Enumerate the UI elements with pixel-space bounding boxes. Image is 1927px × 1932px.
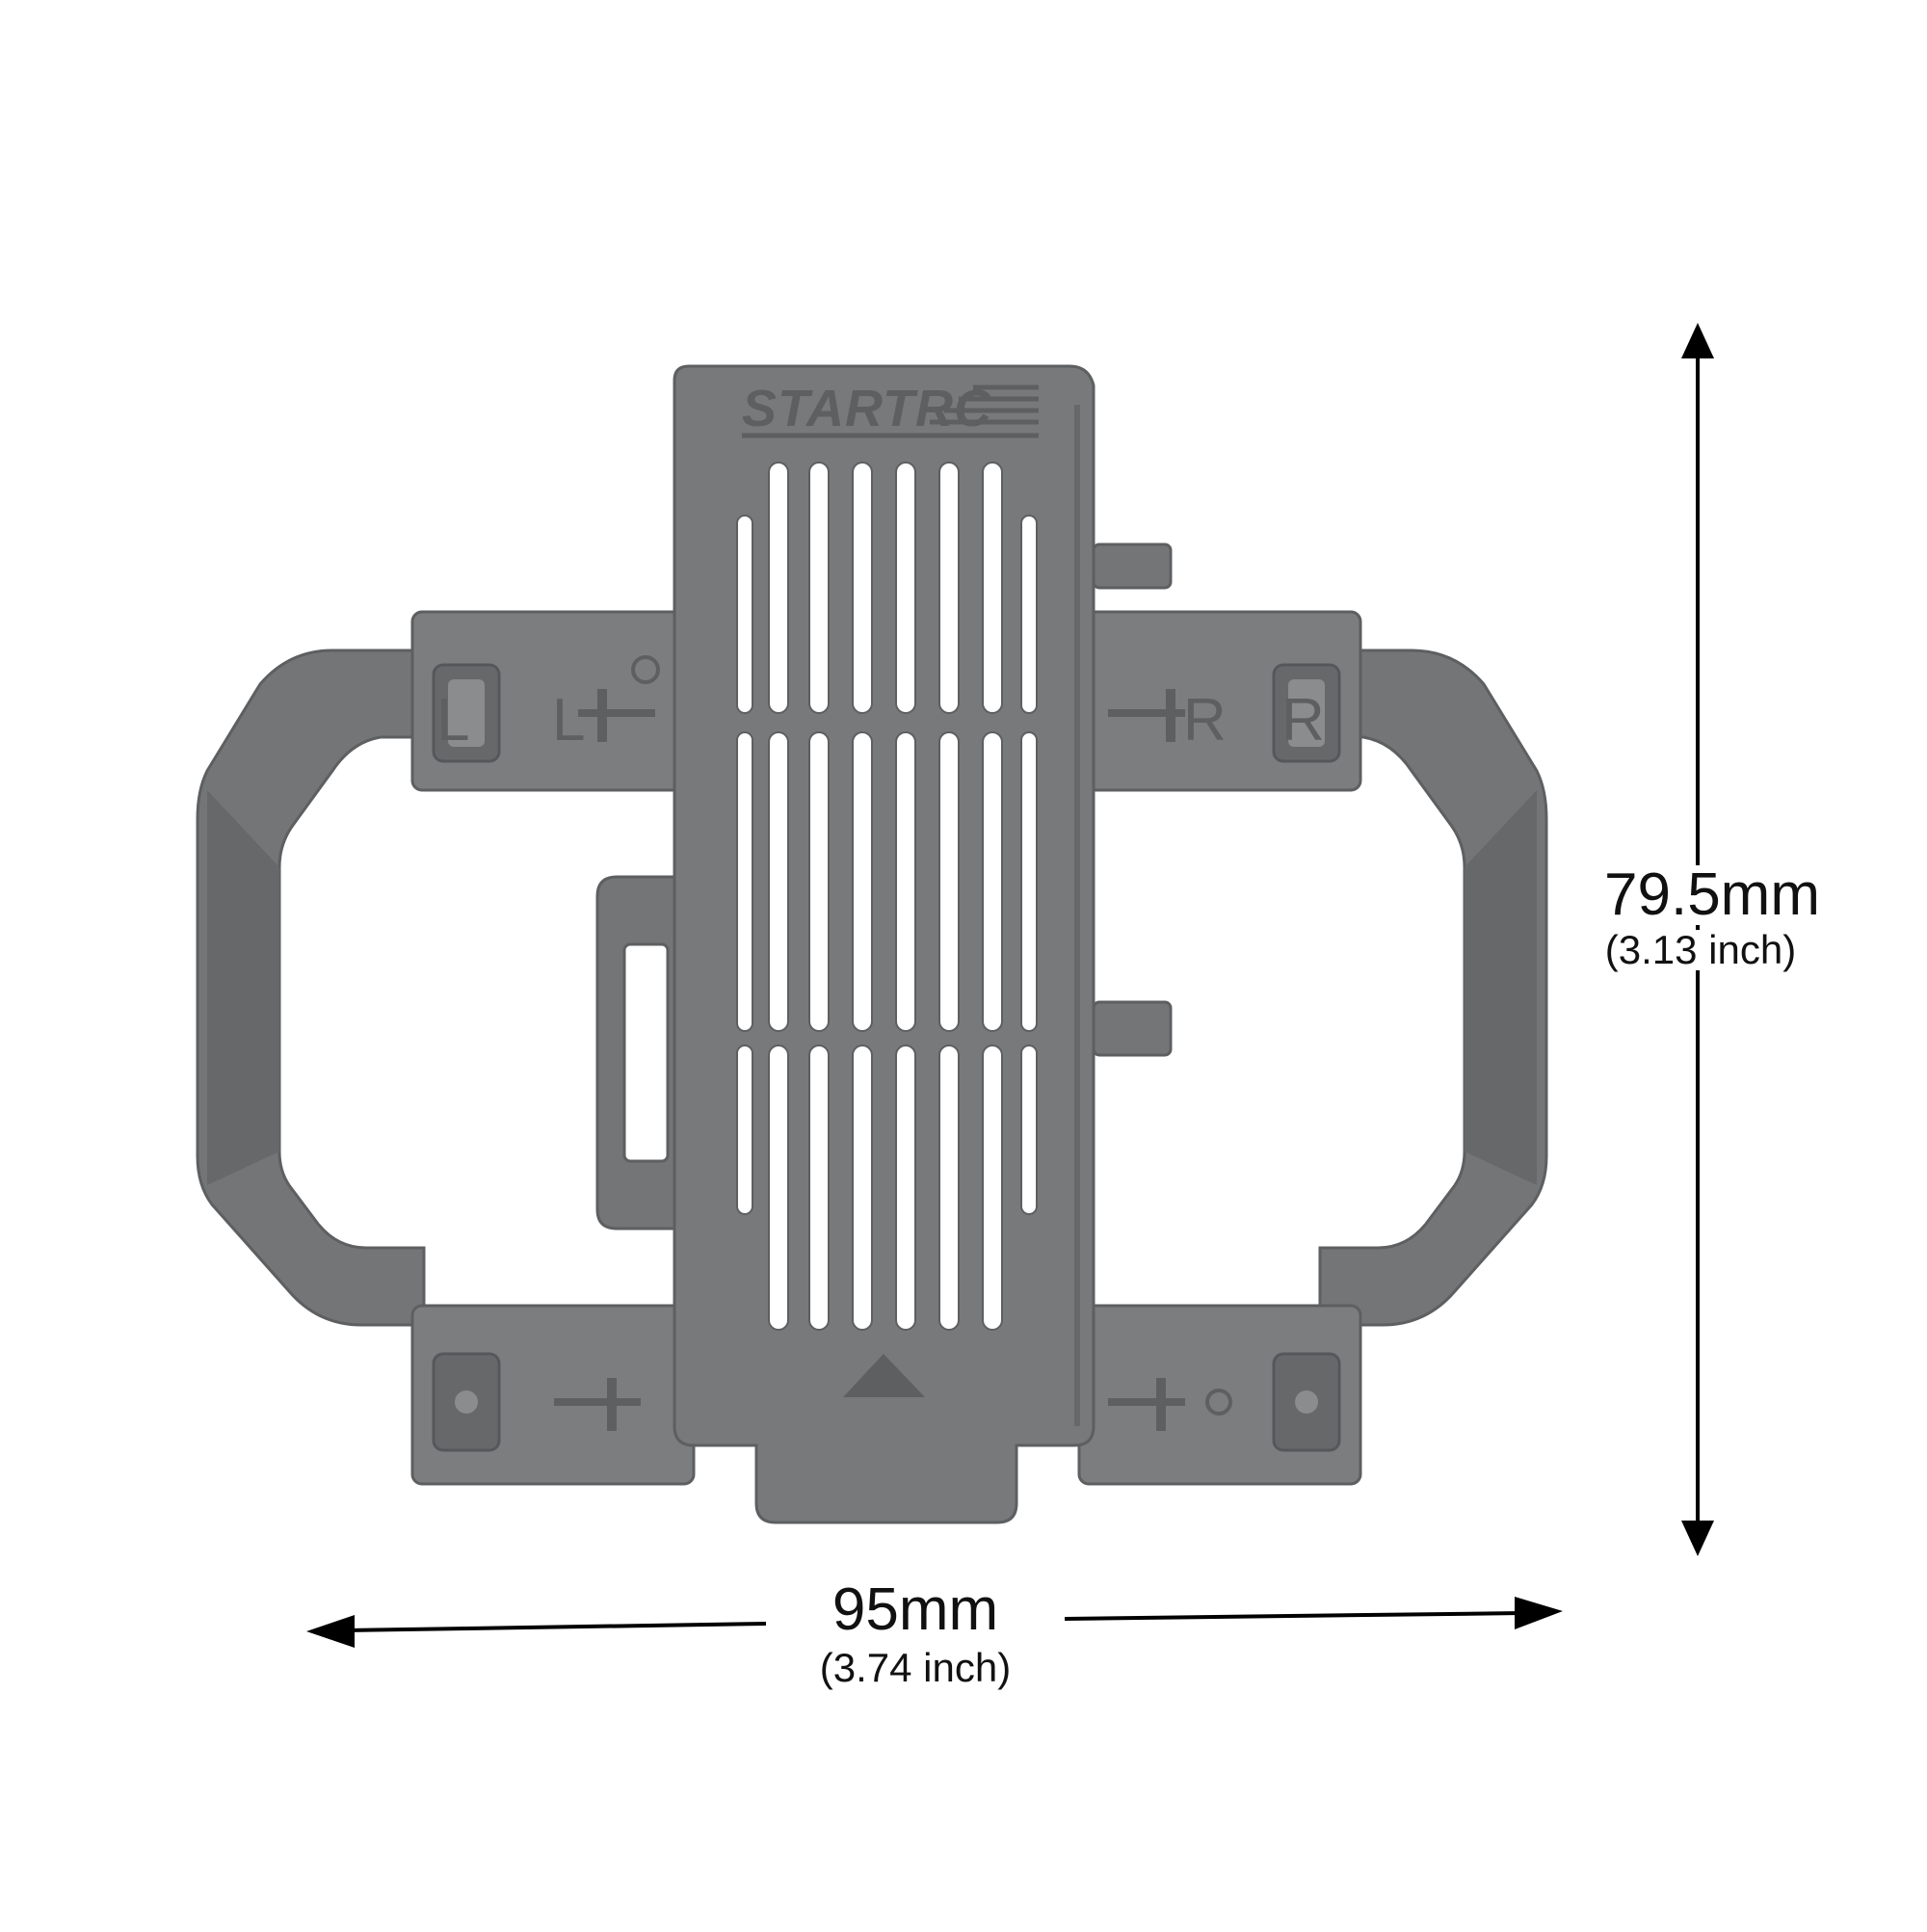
center-plate: STARTRC: [673, 364, 1095, 1524]
width-dimension-arrow: [306, 1597, 1563, 1648]
hinge-top-right: [1077, 610, 1362, 792]
vent-slot: [768, 462, 789, 714]
vent-slot: [1020, 731, 1038, 1032]
vent-slot: [768, 1045, 789, 1331]
vent-slot: [768, 731, 789, 1032]
vent-slot: [808, 462, 830, 714]
height-value: 79.5mm: [1604, 861, 1820, 928]
vent-slot: [1020, 515, 1038, 714]
hinge-label-right-inner: R: [1183, 687, 1227, 754]
hinge-bottom-left: [410, 1304, 696, 1486]
vent-slot: [852, 462, 873, 714]
vent-slot: [852, 1045, 873, 1331]
left-clip: [595, 875, 681, 1231]
vent-slot: [982, 462, 1003, 714]
vent-slot: [982, 1045, 1003, 1331]
vent-slot: [895, 1045, 916, 1331]
vent-slot: [938, 731, 960, 1032]
vent-slot: [736, 515, 753, 714]
vent-slot: [895, 731, 916, 1032]
vent-slot: [895, 462, 916, 714]
hinge-label-left-inner: L: [552, 687, 585, 754]
left-handle: [196, 648, 426, 1327]
vent-slot: [1020, 1045, 1038, 1215]
vent-slot: [852, 731, 873, 1032]
vent-slot: [982, 731, 1003, 1032]
brand-stripes: [742, 384, 1039, 438]
hinge-top-left: [410, 610, 696, 792]
vent-grille: [736, 462, 1038, 1331]
direction-arrow-mark: [843, 1354, 925, 1397]
hinge-label-left-outer: L: [436, 687, 469, 754]
vent-slot: [808, 731, 830, 1032]
right-tabs: [1092, 543, 1173, 1057]
vent-slot: [736, 731, 753, 1032]
width-value: 95mm: [832, 1576, 999, 1643]
hinge-label-right-outer: R: [1281, 687, 1325, 754]
hinge-bottom-right: [1077, 1304, 1362, 1486]
vent-slot: [938, 1045, 960, 1331]
vent-slot: [938, 462, 960, 714]
vent-slot: [808, 1045, 830, 1331]
vent-slot: [736, 1045, 753, 1215]
width-inch-value: (3.74 inch): [819, 1645, 1012, 1690]
height-inch-value: (3.13 inch): [1590, 930, 1811, 970]
